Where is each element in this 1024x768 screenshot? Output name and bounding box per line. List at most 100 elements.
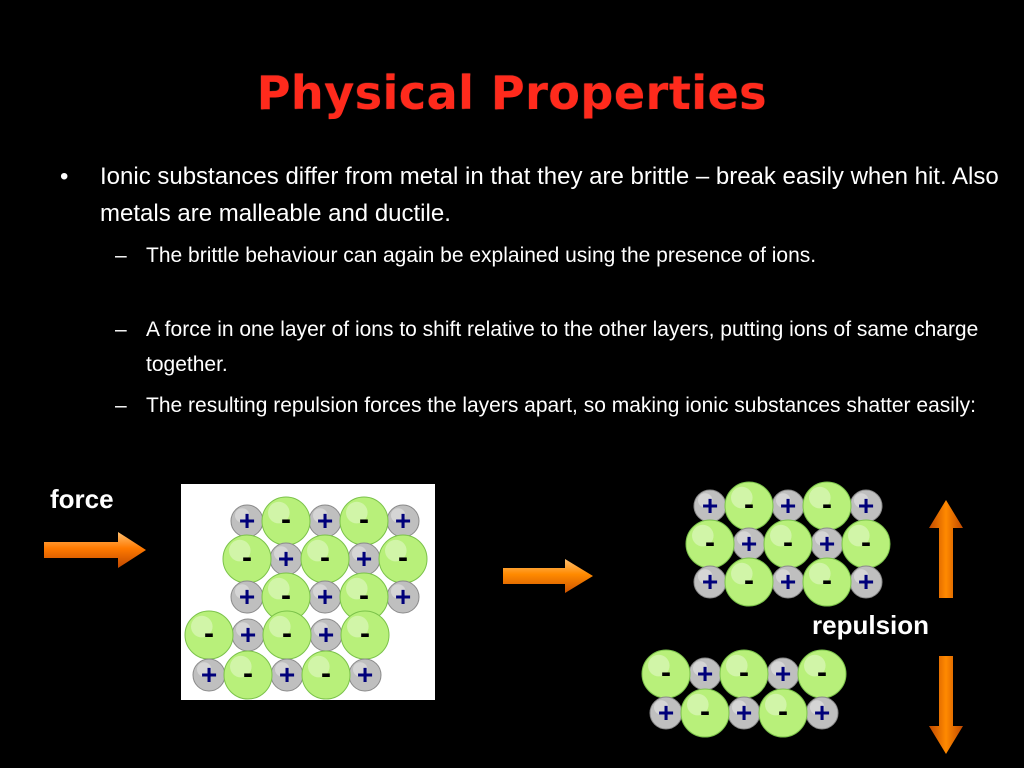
svg-text:+: + bbox=[278, 543, 294, 574]
repulsion-up-arrow-icon bbox=[929, 500, 963, 598]
sub-bullet-3: – The resulting repulsion forces the lay… bbox=[115, 388, 1012, 423]
svg-text:+: + bbox=[858, 490, 874, 521]
negative-ion: - bbox=[680, 688, 730, 738]
repulsion-label: repulsion bbox=[812, 610, 930, 640]
svg-text:-: - bbox=[861, 526, 871, 559]
svg-text:+: + bbox=[239, 505, 255, 536]
svg-text:+: + bbox=[775, 658, 791, 689]
sub-bullet-2-text: A force in one layer of ions to shift re… bbox=[146, 318, 979, 376]
sub-bullet-marker: – bbox=[115, 394, 127, 417]
negative-ion: - bbox=[724, 481, 774, 531]
svg-text:+: + bbox=[780, 490, 796, 521]
negative-ion: - bbox=[685, 519, 735, 569]
negative-ion: - bbox=[719, 649, 769, 699]
positive-ion: + bbox=[732, 527, 766, 561]
positive-ion: + bbox=[269, 542, 303, 576]
sub-bullet-1-text: The brittle behaviour can again be expla… bbox=[146, 244, 817, 267]
svg-text:+: + bbox=[279, 659, 295, 690]
svg-text:+: + bbox=[741, 528, 757, 559]
force-arrow-icon bbox=[44, 532, 146, 568]
svg-text:-: - bbox=[783, 526, 793, 559]
svg-text:+: + bbox=[317, 505, 333, 536]
sub-bullet-1: – The brittle behaviour can again be exp… bbox=[115, 238, 1012, 273]
svg-text:-: - bbox=[705, 526, 715, 559]
svg-text:-: - bbox=[281, 503, 291, 536]
positive-ion: + bbox=[766, 657, 800, 691]
negative-ion: - bbox=[758, 688, 808, 738]
positive-ion: + bbox=[308, 504, 342, 538]
sub-bullet-marker: – bbox=[115, 318, 127, 341]
negative-ion: - bbox=[223, 650, 273, 700]
svg-text:-: - bbox=[282, 617, 292, 650]
shift-arrow-icon bbox=[503, 559, 593, 593]
positive-ion: + bbox=[688, 657, 722, 691]
repulsion-down-arrow-icon bbox=[929, 656, 963, 754]
svg-text:-: - bbox=[320, 541, 330, 574]
bullet-main: • Ionic substances differ from metal in … bbox=[60, 158, 1000, 232]
negative-ion: - bbox=[222, 534, 272, 584]
positive-ion: + bbox=[771, 489, 805, 523]
svg-text:-: - bbox=[778, 695, 788, 728]
positive-ion: + bbox=[771, 565, 805, 599]
svg-text:+: + bbox=[736, 697, 752, 728]
svg-text:-: - bbox=[242, 541, 252, 574]
negative-ion: - bbox=[763, 519, 813, 569]
positive-ion: + bbox=[231, 618, 265, 652]
svg-text:-: - bbox=[744, 564, 754, 597]
bullet-main-text: Ionic substances differ from metal in th… bbox=[100, 163, 999, 227]
negative-ion: - bbox=[378, 534, 428, 584]
negative-ion: - bbox=[724, 557, 774, 607]
negative-ion: - bbox=[841, 519, 891, 569]
positive-ion: + bbox=[649, 696, 683, 730]
svg-text:-: - bbox=[360, 617, 370, 650]
svg-text:+: + bbox=[395, 581, 411, 612]
positive-ion: + bbox=[347, 542, 381, 576]
svg-text:+: + bbox=[201, 659, 217, 690]
svg-text:+: + bbox=[356, 543, 372, 574]
svg-text:-: - bbox=[739, 656, 749, 689]
negative-ion: - bbox=[339, 496, 389, 546]
positive-ion: + bbox=[308, 580, 342, 614]
positive-ion: + bbox=[693, 489, 727, 523]
slide-title: Physical Properties bbox=[256, 66, 768, 120]
svg-text:+: + bbox=[702, 566, 718, 597]
svg-text:-: - bbox=[744, 488, 754, 521]
bullet-marker: • bbox=[60, 163, 69, 190]
negative-ion: - bbox=[641, 649, 691, 699]
negative-ion: - bbox=[797, 649, 847, 699]
positive-ion: + bbox=[849, 565, 883, 599]
positive-ion: + bbox=[309, 618, 343, 652]
svg-text:-: - bbox=[243, 657, 253, 690]
positive-ion: + bbox=[386, 504, 420, 538]
positive-ion: + bbox=[230, 580, 264, 614]
svg-text:-: - bbox=[398, 541, 408, 574]
positive-ion: + bbox=[192, 658, 226, 692]
positive-ion: + bbox=[849, 489, 883, 523]
svg-text:+: + bbox=[819, 528, 835, 559]
positive-ion: + bbox=[810, 527, 844, 561]
sub-bullet-3-text: The resulting repulsion forces the layer… bbox=[146, 394, 976, 417]
bullet-list: • Ionic substances differ from metal in … bbox=[60, 158, 1012, 423]
svg-text:-: - bbox=[281, 579, 291, 612]
svg-text:+: + bbox=[317, 581, 333, 612]
negative-ion: - bbox=[802, 481, 852, 531]
negative-ion: - bbox=[802, 557, 852, 607]
svg-text:+: + bbox=[702, 490, 718, 521]
svg-text:-: - bbox=[661, 656, 671, 689]
negative-ion: - bbox=[184, 610, 234, 660]
sub-bullet-marker: – bbox=[115, 244, 127, 267]
svg-text:-: - bbox=[822, 488, 832, 521]
positive-ion: + bbox=[230, 504, 264, 538]
svg-text:+: + bbox=[395, 505, 411, 536]
svg-text:+: + bbox=[858, 566, 874, 597]
svg-text:-: - bbox=[817, 656, 827, 689]
negative-ion: - bbox=[261, 496, 311, 546]
svg-text:+: + bbox=[240, 619, 256, 650]
svg-text:-: - bbox=[822, 564, 832, 597]
positive-ion: + bbox=[270, 658, 304, 692]
negative-ion: - bbox=[300, 534, 350, 584]
negative-ion: - bbox=[340, 610, 390, 660]
svg-text:+: + bbox=[697, 658, 713, 689]
negative-ion: - bbox=[301, 650, 351, 700]
